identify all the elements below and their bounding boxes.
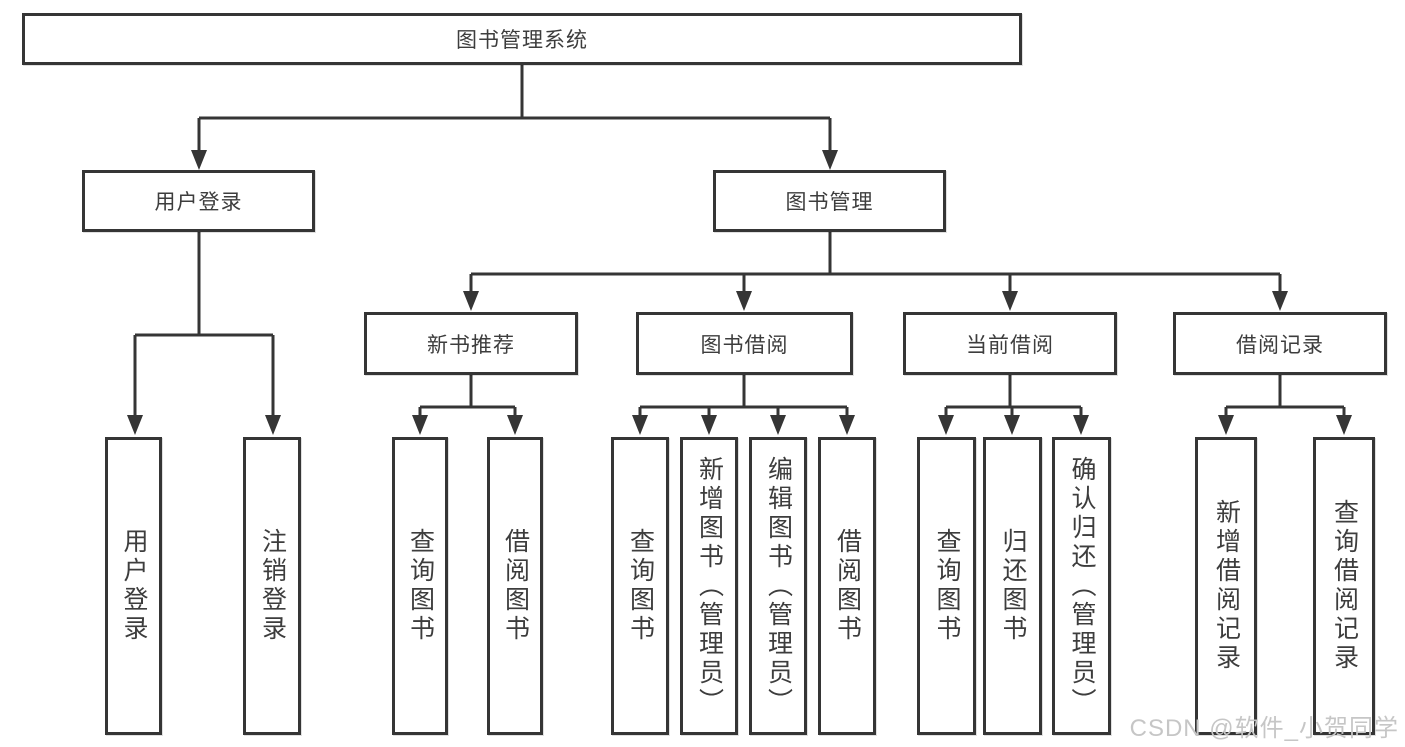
- connector-newbook-to-leaves: [418, 375, 517, 419]
- leaf-user-login: 用户登录: [105, 437, 162, 735]
- node-current-borrow: 当前借阅: [903, 312, 1117, 375]
- leaf-record-query-borrow-record: 查询借阅记录: [1313, 437, 1375, 735]
- leaf-current-query-books: 查询图书: [917, 437, 976, 735]
- leaf-logout: 注销登录: [243, 437, 301, 735]
- watermark: CSDN @软件_小贺同学: [1129, 715, 1399, 742]
- leaf-newbook-borrow-books: 借阅图书: [487, 437, 543, 735]
- node-book-management: 图书管理: [713, 170, 946, 232]
- connector-root-to-level2: [197, 65, 832, 152]
- leaf-borrow-borrow-books: 借阅图书: [818, 437, 876, 735]
- leaf-borrow-add-books-admin: 新增图书（管理员）: [680, 437, 738, 735]
- node-user-login: 用户登录: [82, 170, 315, 232]
- leaf-record-add-borrow-record: 新增借阅记录: [1195, 437, 1257, 735]
- leaf-current-return-books: 归还图书: [983, 437, 1042, 735]
- arrowheads: [127, 150, 1352, 435]
- connector-bookmgmt-to-level3: [469, 232, 1282, 294]
- leaf-borrow-query-books: 查询图书: [611, 437, 669, 735]
- node-root-library-system: 图书管理系统: [22, 13, 1022, 65]
- leaf-current-confirm-return-admin: 确认归还（管理员）: [1052, 437, 1111, 735]
- node-new-book-recommend: 新书推荐: [364, 312, 578, 375]
- connector-bookborrow-to-leaves: [638, 375, 849, 419]
- node-book-borrow: 图书借阅: [636, 312, 853, 375]
- node-borrow-record: 借阅记录: [1173, 312, 1387, 375]
- leaf-borrow-edit-books-admin: 编辑图书（管理员）: [749, 437, 807, 735]
- connector-userlogin-to-leaves: [133, 232, 275, 418]
- connector-currentborrow-to-leaves: [944, 375, 1083, 419]
- connector-borrowrecord-to-leaves: [1224, 375, 1346, 419]
- leaf-newbook-query-books: 查询图书: [392, 437, 448, 735]
